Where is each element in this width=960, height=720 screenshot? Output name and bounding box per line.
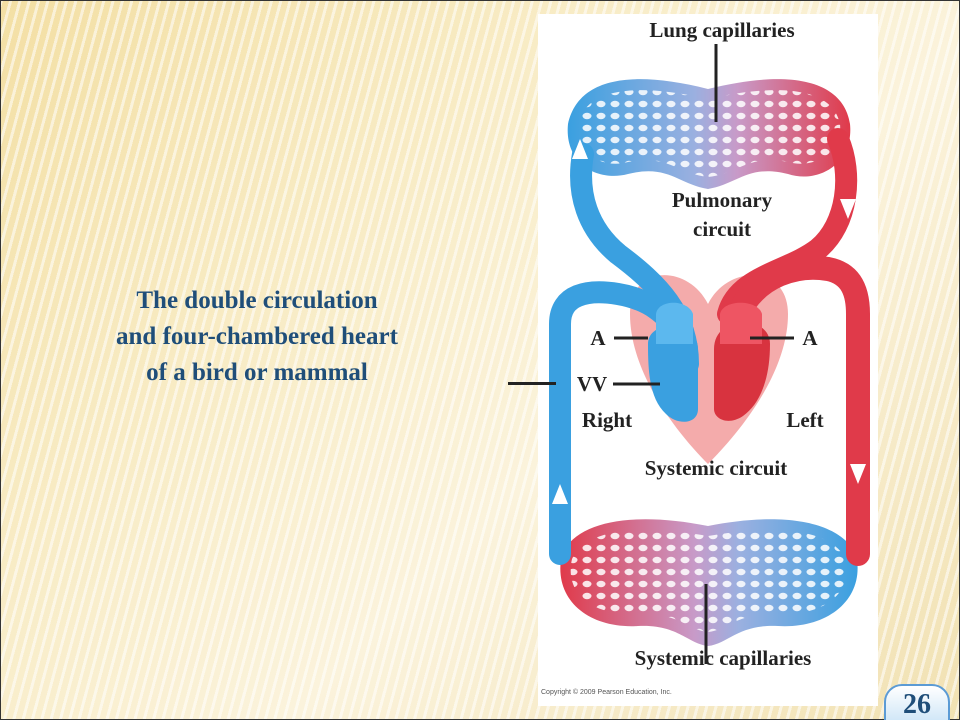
lung-capillary-mesh xyxy=(577,90,841,177)
label-pulmonary: Pulmonary xyxy=(671,188,773,212)
caption-line-3: of a bird or mammal xyxy=(146,359,368,386)
caption-line-1: The double circulation xyxy=(136,287,378,314)
label-left: Left xyxy=(786,408,824,432)
label-circuit: circuit xyxy=(693,217,751,241)
circulation-diagram-svg xyxy=(549,44,870,664)
circulation-diagram: Lung capillaries Pulmonary circuit A A V… xyxy=(538,14,878,706)
label-right: Right xyxy=(581,408,633,432)
flow-arrow-up-left xyxy=(552,484,568,504)
label-atrium-left: A xyxy=(802,326,818,350)
left-atrium xyxy=(720,302,762,344)
aorta xyxy=(726,255,870,566)
label-systemic-capillaries: Systemic capillaries xyxy=(634,646,812,670)
caption-line-2: and four-chambered heart xyxy=(116,323,398,350)
right-ventricle xyxy=(648,325,698,422)
slide-number: 26 xyxy=(884,684,950,720)
left-ventricle xyxy=(714,322,770,421)
label-lung-capillaries: Lung capillaries xyxy=(649,18,795,42)
flow-arrow-pulmonary-down xyxy=(840,199,856,219)
label-atrium-right: A xyxy=(590,326,606,350)
copyright-notice: Copyright © 2009 Pearson Education, Inc. xyxy=(541,689,672,696)
label-ventricles: VV xyxy=(576,372,608,396)
flow-arrow-down-right xyxy=(850,464,866,484)
systemic-capillary-mesh xyxy=(570,529,848,632)
right-atrium xyxy=(656,302,693,344)
flow-arrow-pulmonary-up xyxy=(572,139,588,159)
leader-vv-outer xyxy=(508,382,556,385)
label-systemic-circuit: Systemic circuit xyxy=(644,456,788,480)
slide-caption: The double circulation and four-chambere… xyxy=(60,283,454,391)
